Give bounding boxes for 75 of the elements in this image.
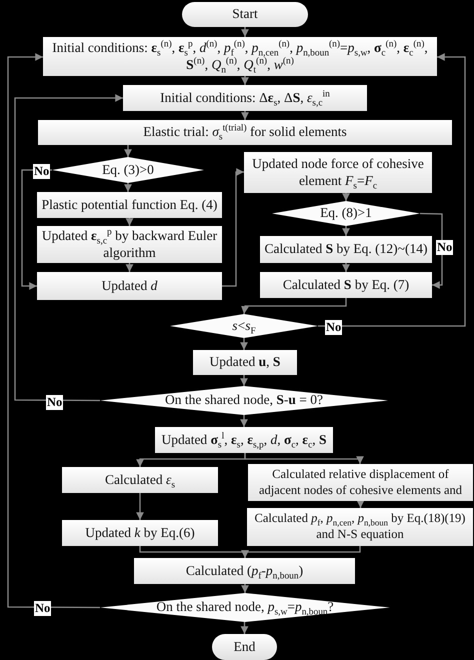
step-text: Updated k by Eq.(6) — [84, 524, 196, 542]
connector-arrow — [240, 622, 248, 634]
condition-text: On the shared node, p$_{s,w}$=p$_{n,boun}$? — [155, 599, 335, 616]
process-box — [43, 37, 437, 76]
decision-diamond — [170, 314, 318, 338]
process-box — [155, 427, 333, 453]
connector-arrow — [240, 375, 248, 386]
connector-arrow — [136, 493, 144, 520]
step-text: Updated σ$_{s}$$^{l}$, ε$_{s}$, ε$_{s,p}$, d, σ$_{c}$, ε$_{c}$, S — [160, 432, 328, 448]
process-box — [248, 464, 473, 501]
condition-text: On the shared node, S-u = 0? — [164, 392, 324, 409]
decision-diamond — [100, 593, 390, 622]
connector-arrow — [240, 415, 248, 427]
connector-arrow — [356, 500, 364, 508]
connector-arrow — [126, 218, 134, 226]
step-text: Calculated S by Eq. (7) — [282, 276, 410, 294]
connector-arrow — [14, 94, 123, 402]
process-box — [62, 520, 218, 546]
step-text: Calculated p$_{f}$, p$_{n,cen}$, p$_{n,boun}$ by Eq.(18)(19) and N-S equation — [254, 511, 466, 543]
process-box — [193, 350, 297, 375]
connector-arrow — [318, 53, 466, 327]
process-box — [38, 120, 452, 145]
connector-arrow — [342, 226, 350, 236]
terminal-shape — [212, 634, 277, 660]
condition-text: Eq. (3)>0 — [101, 162, 155, 178]
edge-label: No — [325, 320, 342, 335]
step-text: Elastic trial: σ$_{s}$$^{t(trial)}$ for solid elements — [142, 124, 348, 141]
connector-arrow — [241, 76, 249, 85]
condition-text: s<s$_{F}$ — [231, 318, 257, 334]
step-text: Updated ε$_{s,c}$$^{p}$ by backward Euler algorithm — [40, 228, 218, 262]
step-text: Plastic potential function Eq. (4) — [40, 196, 218, 214]
connector-arrow — [124, 145, 132, 157]
step-text: Start — [231, 6, 259, 23]
step-text: Calculated S by Eq. (12)~(14) — [264, 241, 428, 258]
connector-arrow — [241, 298, 347, 314]
connector-arrow — [241, 584, 249, 593]
terminal-shape — [182, 2, 308, 27]
edge-label: No — [46, 395, 64, 410]
connector-arrow — [420, 212, 443, 289]
decision-diamond — [272, 201, 420, 226]
process-box — [260, 236, 432, 263]
connector-arrow — [241, 27, 249, 37]
process-box — [247, 508, 473, 546]
process-box — [244, 152, 432, 193]
process-box — [260, 272, 432, 298]
connector-arrow — [124, 183, 132, 192]
connector-arrow — [240, 338, 248, 350]
edge-label: No — [34, 601, 52, 616]
connector-arrow — [241, 111, 249, 120]
process-box — [123, 85, 367, 111]
connector-arrow — [126, 263, 134, 272]
connector-arrow — [21, 169, 52, 290]
process-box — [134, 558, 355, 584]
decision-diamond — [100, 386, 388, 415]
process-box — [37, 272, 222, 300]
edge-label: No — [33, 164, 50, 179]
connector-arrow — [7, 53, 100, 608]
step-text: Updated d — [100, 278, 158, 294]
connector-arrow — [241, 546, 361, 558]
connector-arrow — [222, 168, 244, 287]
process-box — [62, 467, 218, 493]
step-text: Updated node force of cohesive element F$_{s}$=F$_{c}$ — [251, 156, 425, 190]
step-text: Initial conditions: ε$_{s}$$^{(n)}$, ε$_{s}$$^{p}$, d$^{(n)}$, p$_{f}$$^{(n)}$, p$_{n,cen}$$^{(n)}$, p$_{n,boun}$$^{(n)}$=p$_{s,w}$, σ$_{c}$$^{(n)}$, ε$_{c}$$^{(n)}$, S$^{(n)}$, Q$_{n}$$^{(n)}$, Q$_{t}$$^{(n)}$, w$^{(n)}$ — [51, 40, 429, 74]
step-text: Calculated (p$_{f}$-p$_{n,boun}$) — [184, 562, 304, 580]
edge-label: No — [436, 240, 454, 255]
step-text: Calculated relative displacement of adjacent nodes of cohesive elements and — [258, 466, 464, 498]
decision-diamond — [52, 157, 204, 183]
step-text: Updated u, S — [208, 354, 282, 371]
condition-text: Eq. (8)>1 — [319, 205, 373, 222]
connector-arrow — [342, 263, 350, 272]
step-text: Calculated ε$_{s}$ — [104, 472, 176, 488]
step-text: End — [232, 638, 256, 656]
connector-arrow — [244, 453, 364, 464]
process-box — [37, 192, 222, 218]
connector-arrow — [342, 193, 350, 201]
